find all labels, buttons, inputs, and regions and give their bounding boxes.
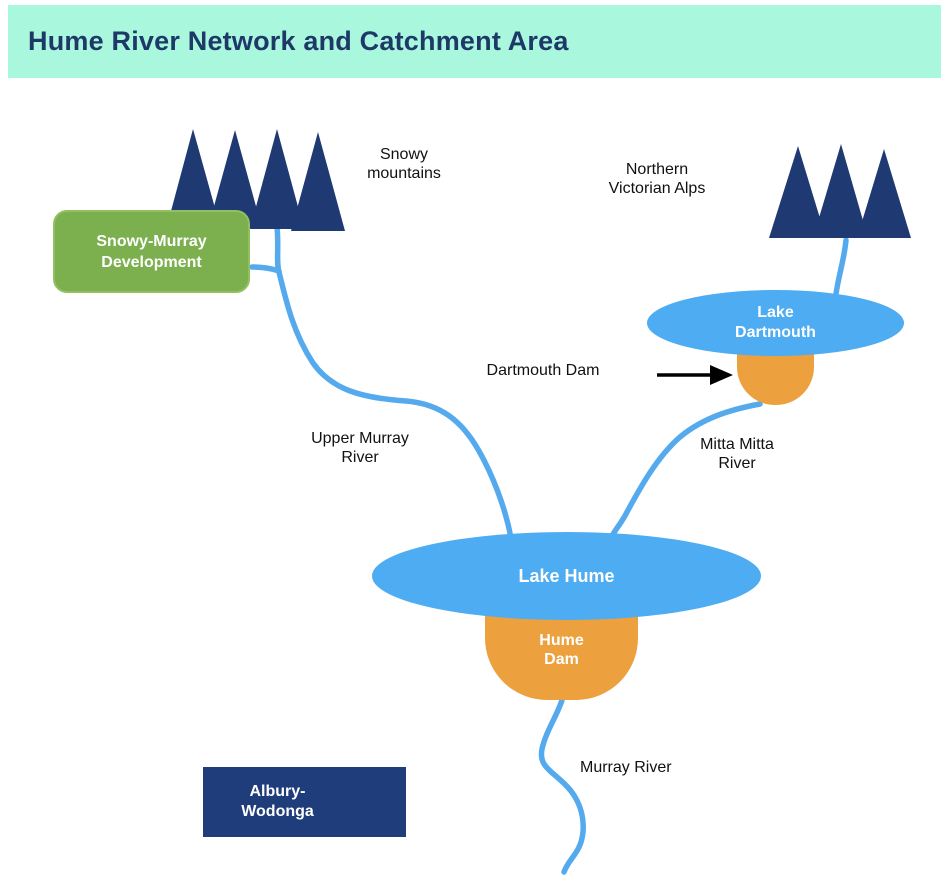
albury-wodonga-text: Albury- Wodonga (241, 783, 314, 820)
snowy-mountains-icon (167, 129, 345, 231)
hume-dam-text: Hume Dam (539, 632, 584, 668)
page-title: Hume River Network and Catchment Area (28, 26, 569, 56)
snowy-murray-development-box: Snowy-Murray Development (53, 210, 250, 293)
river-mitta-mitta (608, 401, 763, 541)
upper-murray-river-label: Upper Murray River (311, 430, 409, 466)
murray-river-label: Murray River (580, 759, 672, 776)
river-upper-murray (274, 223, 514, 541)
dartmouth-dam-arrow-icon (657, 365, 733, 385)
lake-hume-shape: Lake Hume (372, 532, 761, 620)
river-development-branch (249, 264, 282, 274)
river-murray (538, 697, 586, 875)
mitta-mitta-river-label: Mitta Mitta River (700, 436, 774, 472)
northern-victorian-alps-label: Northern Victorian Alps (608, 161, 706, 197)
river-lines (249, 223, 849, 875)
river-dartmouth-inflow (833, 237, 849, 297)
lake-dartmouth-shape: Lake Dartmouth (647, 290, 904, 356)
snowy-mountains-label: Snowy mountains (367, 146, 441, 182)
snowy-murray-development-text: Snowy-Murray Development (96, 232, 207, 271)
lake-hume-text: Lake Hume (518, 565, 615, 586)
dartmouth-dam-label: Dartmouth Dam (486, 362, 600, 379)
northern-victorian-alps-icon (769, 144, 911, 238)
albury-wodonga-box: Albury- Wodonga (203, 767, 406, 837)
lake-dartmouth-text: Lake Dartmouth (735, 304, 816, 341)
title-banner: Hume River Network and Catchment Area (8, 5, 941, 78)
